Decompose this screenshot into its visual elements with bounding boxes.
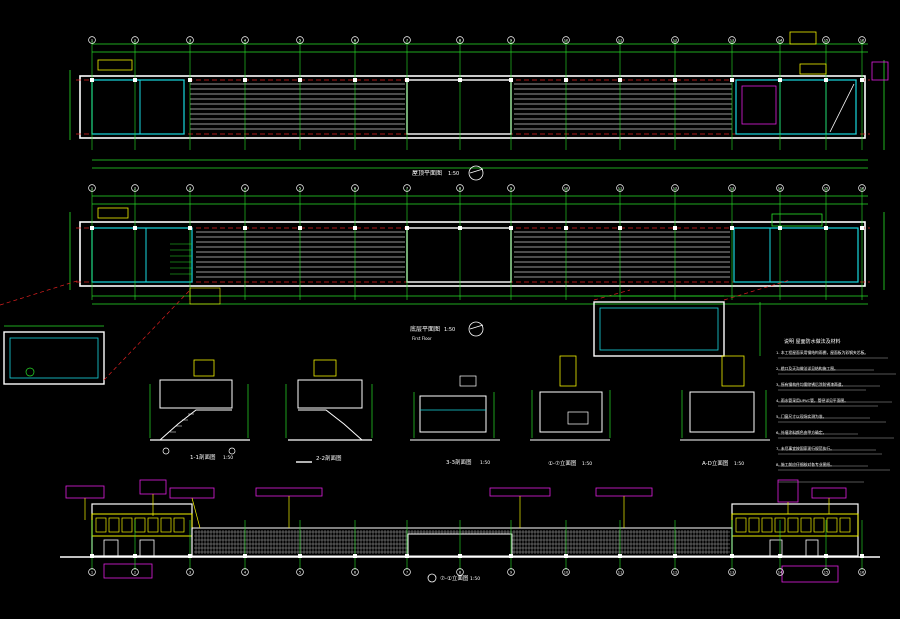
detail-left: [0, 279, 191, 385]
svg-text:10: 10: [564, 39, 569, 43]
svg-text:7: 7: [406, 187, 408, 191]
svg-text:1: 1: [91, 39, 93, 43]
svg-text:9: 9: [510, 571, 513, 575]
note-line-1: 1. 本工程屋面采用钢结构雨棚，屋面板为彩钢夹芯板。: [776, 350, 868, 355]
main-elevation-title: ⑦-①立面图: [440, 574, 469, 582]
svg-text:6: 6: [354, 571, 357, 575]
svg-text:4: 4: [244, 187, 247, 191]
svg-text:8: 8: [459, 39, 462, 43]
detail-right: [593, 279, 791, 357]
svg-text:2: 2: [134, 187, 136, 191]
note-line-4: 4. 雨水管采用UPVC管，管径详见平面图。: [776, 398, 848, 403]
svg-text:5: 5: [299, 39, 301, 43]
section-3-3-scale: 1:50: [480, 460, 490, 466]
svg-text:4: 4: [244, 571, 247, 575]
elevation-small-1-label: ①-⑦立面图: [548, 459, 577, 467]
section-3-3-label: 3-3剖面图: [446, 458, 472, 466]
svg-text:11: 11: [618, 187, 623, 191]
elevation-small-1: ①-⑦立面图 1:50: [530, 355, 611, 467]
note-line-5: 5. 门窗尺寸以现场实测为准。: [776, 414, 826, 419]
ground-plan-title: 底层平面图: [410, 325, 440, 333]
svg-text:13: 13: [730, 39, 735, 43]
svg-text:7: 7: [406, 571, 408, 575]
svg-text:6: 6: [354, 39, 357, 43]
elevation-small-2-label: A-D立面图: [702, 459, 729, 467]
svg-text:3: 3: [189, 187, 191, 191]
svg-text:15: 15: [824, 39, 829, 43]
section-2-2-label: 2-2剖面图: [316, 454, 342, 462]
note-line-7: 7. 未尽事宜按国家现行规范执行。: [776, 446, 834, 451]
svg-text:12: 12: [673, 571, 678, 575]
ground-plan-scale: 1:50: [444, 327, 455, 333]
svg-text:15: 15: [824, 571, 829, 575]
svg-text:12: 12: [673, 39, 678, 43]
svg-text:14: 14: [778, 187, 783, 191]
svg-text:6: 6: [354, 187, 357, 191]
section-1-1: 1-1剖面图 1:50: [149, 359, 250, 461]
svg-text:16: 16: [860, 39, 865, 43]
svg-text:5: 5: [299, 571, 301, 575]
section-1-1-label: 1-1剖面图: [190, 453, 216, 461]
svg-text:8: 8: [459, 571, 462, 575]
elevation-small-1-scale: 1:50: [582, 461, 592, 467]
svg-text:14: 14: [778, 39, 783, 43]
svg-text:1: 1: [91, 571, 93, 575]
section-2-2: 2-2剖面图: [285, 359, 373, 463]
svg-text:3: 3: [189, 571, 191, 575]
svg-text:7: 7: [406, 39, 408, 43]
svg-text:9: 9: [510, 187, 513, 191]
notes-heading: 说明 屋面防水做法及材料: [784, 338, 841, 345]
section-1-1-scale: 1:50: [223, 455, 233, 461]
svg-text:10: 10: [564, 187, 569, 191]
sections-row: 1-1剖面图 1:50 2-2剖面图 3-3剖面图 1:50: [149, 355, 770, 467]
ground-plan-subtitle: First Floor: [412, 336, 432, 341]
design-notes: 说明 屋面防水做法及材料 1. 本工程屋面采用钢结构雨棚，屋面板为彩钢夹芯板。 …: [776, 338, 896, 483]
svg-text:2: 2: [134, 571, 136, 575]
svg-text:11: 11: [618, 571, 623, 575]
elevation-small-2: A-D立面图 1:50: [680, 355, 770, 467]
elevation-small-2-scale: 1:50: [734, 461, 744, 467]
roof-plan-title: 屋顶平面图: [412, 170, 442, 177]
svg-text:11: 11: [618, 39, 623, 43]
note-line-3: 3. 所有钢构件均需除锈后涂防锈漆两道。: [776, 382, 845, 387]
section-3-3: 3-3剖面图 1:50: [410, 375, 500, 466]
svg-text:4: 4: [244, 39, 247, 43]
svg-text:8: 8: [459, 187, 462, 191]
svg-text:10: 10: [564, 571, 569, 575]
svg-text:16: 16: [860, 187, 865, 191]
svg-text:5: 5: [299, 187, 301, 191]
svg-text:1: 1: [91, 187, 93, 191]
svg-text:12: 12: [673, 187, 678, 191]
svg-text:3: 3: [189, 39, 191, 43]
roof-plan-scale: 1:50: [448, 171, 459, 177]
note-line-6: 6. 外墙涂料颜色由甲方确定。: [776, 430, 826, 435]
svg-text:16: 16: [860, 571, 865, 575]
svg-text:9: 9: [510, 39, 513, 43]
svg-text:13: 13: [730, 187, 735, 191]
note-line-8: 8. 施工前应仔细核对各专业图纸。: [776, 462, 834, 467]
svg-text:14: 14: [778, 571, 783, 575]
note-line-2: 2. 檐口及天沟做法详见结构施工图。: [776, 366, 838, 371]
svg-text:15: 15: [824, 187, 829, 191]
main-elevation-scale: 1:50: [470, 576, 480, 582]
svg-text:13: 13: [730, 571, 735, 575]
svg-text:2: 2: [134, 39, 136, 43]
